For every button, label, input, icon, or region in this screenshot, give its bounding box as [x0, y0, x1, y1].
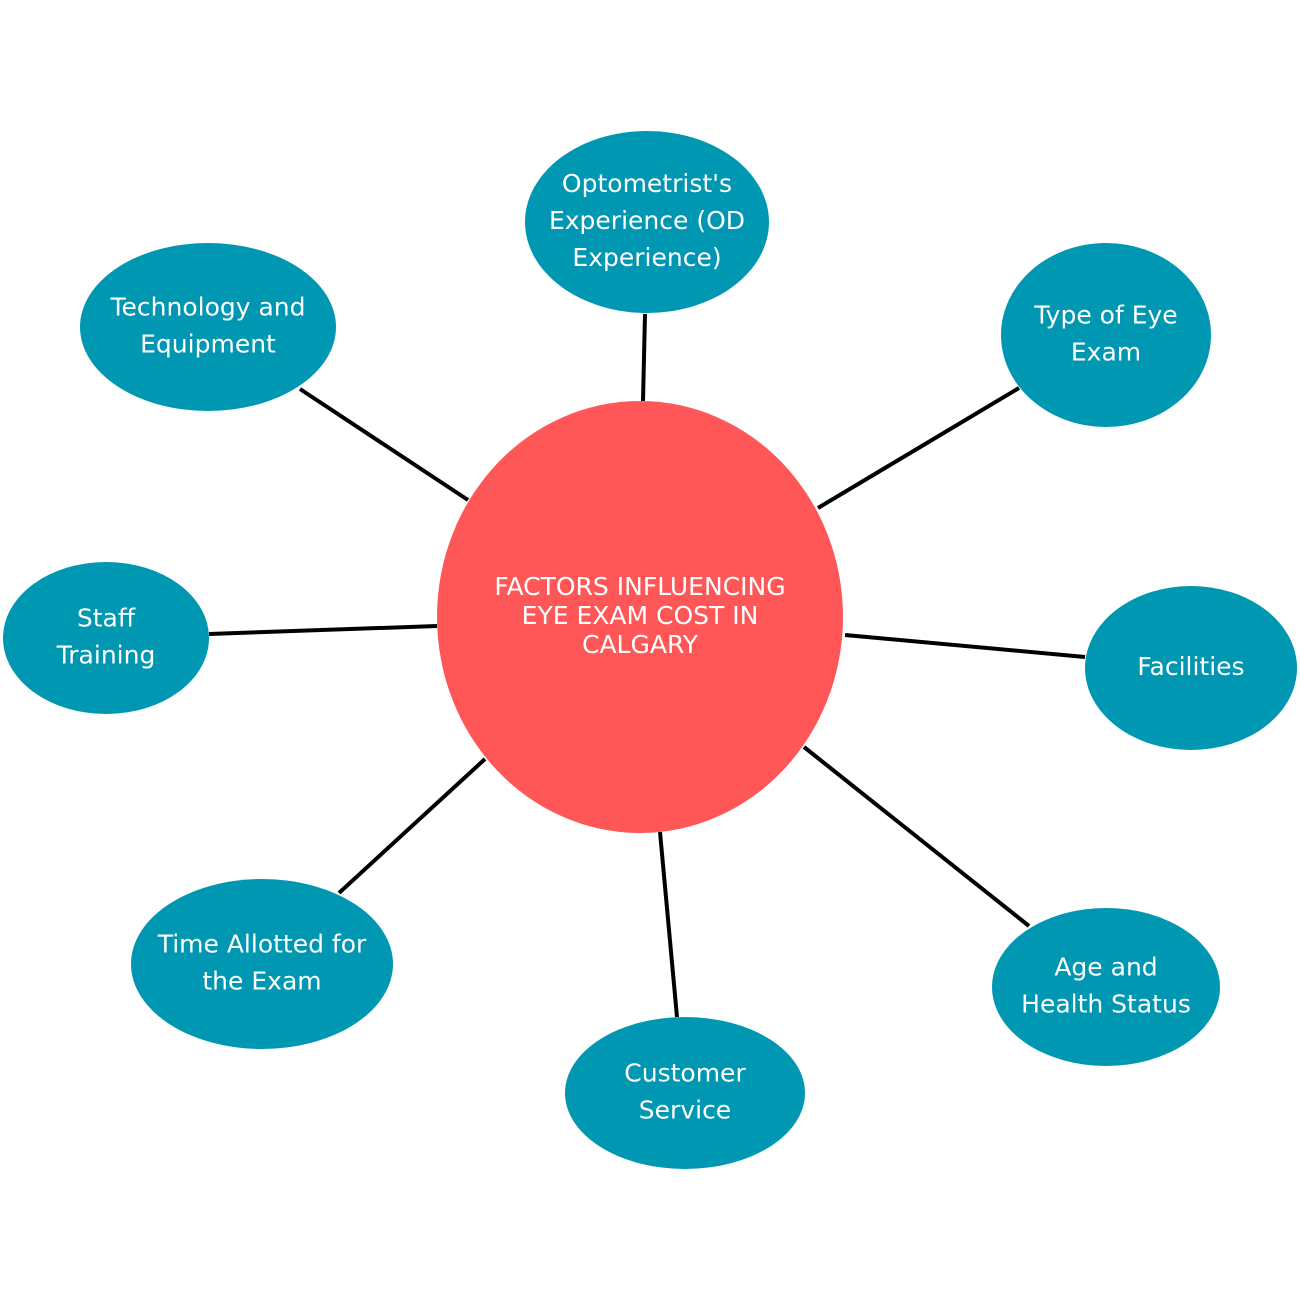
node-customer-service-label-line-1: Customer — [624, 1059, 746, 1088]
central-topic-label-line-3: CALGARY — [582, 630, 699, 659]
node-optometrist-experience-label-line-2: Experience (OD — [549, 206, 745, 235]
node-optometrist-experience-label-line-1: Optometrist's — [562, 169, 732, 198]
connector-facilities — [844, 633, 1086, 659]
node-type-of-eye-exam-ellipse — [1001, 243, 1211, 427]
node-technology-and-equipment-label-line-1: Technology and — [109, 293, 305, 322]
central-topic-label-line-2: EYE EXAM COST IN — [522, 601, 759, 630]
node-type-of-eye-exam-label-line-2: Exam — [1071, 338, 1141, 367]
node-time-allotted-label-line-1: Time Allotted for — [157, 930, 367, 959]
node-staff-training-label-line-1: Staff — [77, 604, 136, 633]
node-facilities: Facilities — [1085, 586, 1297, 750]
connector-optometrist-experience — [641, 313, 647, 402]
node-technology-and-equipment-label-line-2: Equipment — [140, 330, 276, 359]
node-type-of-eye-exam-label-line-1: Type of Eye — [1033, 301, 1177, 330]
node-time-allotted: Time Allotted for the Exam — [131, 879, 393, 1049]
connector-technology-and-equipment — [298, 387, 470, 502]
connector-age-and-health-status — [802, 745, 1031, 928]
connector-customer-service — [658, 831, 679, 1018]
connector-lines — [208, 313, 1086, 1018]
node-time-allotted-ellipse — [131, 879, 393, 1049]
node-age-and-health-status-ellipse — [992, 908, 1220, 1066]
node-technology-and-equipment-ellipse — [80, 243, 336, 411]
node-age-and-health-status-label-line-1: Age and — [1054, 953, 1157, 982]
node-staff-training-label-line-2: Training — [56, 641, 156, 670]
central-topic-label-line-1: FACTORS INFLUENCING — [494, 572, 785, 601]
node-age-and-health-status-label-line-2: Health Status — [1021, 990, 1191, 1019]
node-staff-training-ellipse — [3, 562, 209, 714]
node-facilities-label-line-1: Facilities — [1137, 652, 1244, 681]
node-customer-service-label-line-2: Service — [639, 1096, 731, 1125]
connector-time-allotted — [337, 757, 487, 895]
connector-type-of-eye-exam — [816, 386, 1021, 510]
node-optometrist-experience-ellipse — [525, 131, 769, 313]
node-facilities-ellipse — [1085, 586, 1297, 750]
node-time-allotted-label-line-2: the Exam — [202, 967, 321, 996]
central-topic-circle — [437, 401, 843, 833]
node-optometrist-experience-label-line-3: Experience) — [572, 243, 721, 272]
node-customer-service-ellipse — [565, 1017, 805, 1169]
connector-staff-training — [208, 624, 438, 636]
